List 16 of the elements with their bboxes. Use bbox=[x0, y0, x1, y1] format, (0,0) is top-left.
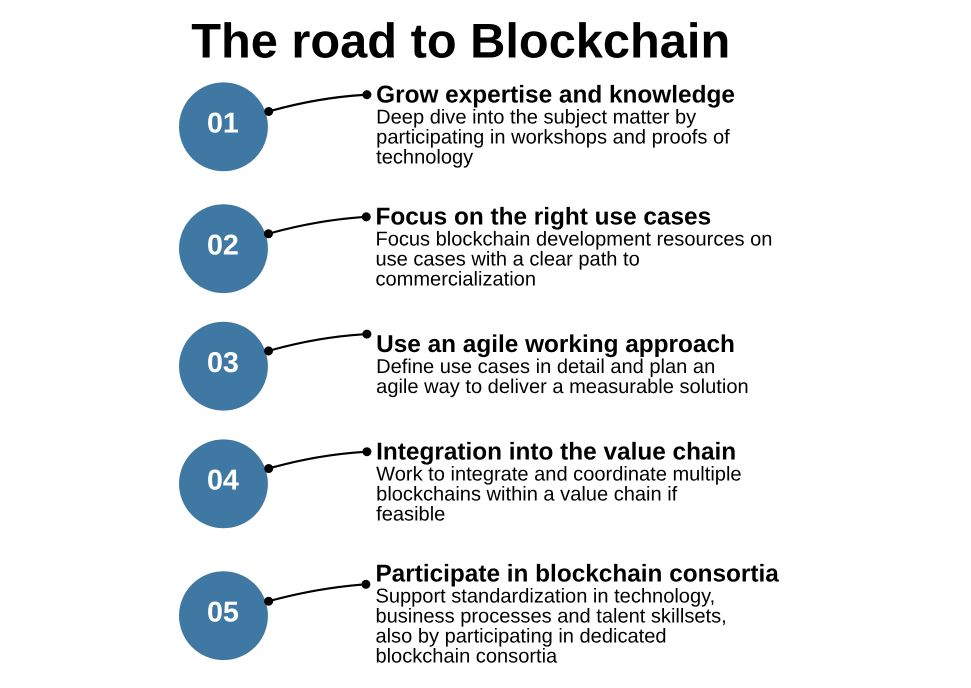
node-circle: 05 bbox=[179, 571, 268, 660]
node-text: Integration into the value chain Work to integrate and coordinate multiple blockchains within a value chain if feasible bbox=[376, 438, 742, 526]
node-circle: 04 bbox=[179, 439, 268, 528]
diagram-title: The road to Blockchain bbox=[191, 14, 730, 69]
connector bbox=[264, 330, 372, 356]
node-circle: 02 bbox=[179, 204, 268, 294]
node-text: Use an agile working approach Define use cases in detail and plan an agile way to deliver a measurable solution bbox=[376, 331, 749, 398]
node-text: Focus on the right use cases Focus blockchain development resources on use cases with a clear path to commercialization bbox=[375, 203, 772, 290]
connector bbox=[264, 447, 372, 474]
node-text: Grow expertise and knowledge Deep dive into the subject matter by participating in workshops and proofs of technology bbox=[376, 82, 735, 169]
connector bbox=[264, 580, 370, 606]
node-text: Participate in blockchain consortia Support standardization in technology, business processes and talent skillsets, also by participating in dedicated blockchain consortia bbox=[375, 560, 779, 668]
connector bbox=[264, 212, 371, 238]
node-circle: 01 bbox=[179, 82, 268, 172]
node-circle: 03 bbox=[179, 322, 268, 411]
connector bbox=[264, 90, 372, 116]
